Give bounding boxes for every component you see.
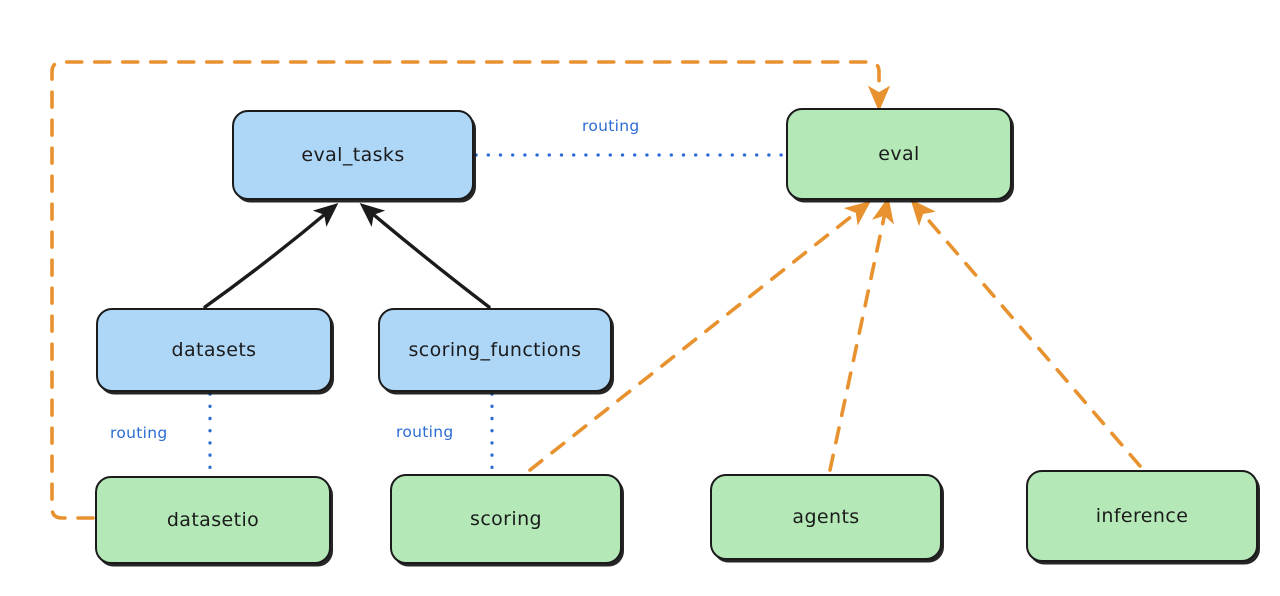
node-inference[interactable]: inference <box>1026 470 1258 562</box>
edge-label-routing-eval-tasks-eval: routing <box>582 117 640 135</box>
node-agents[interactable]: agents <box>710 474 942 560</box>
node-datasets[interactable]: datasets <box>96 308 332 392</box>
node-datasetio[interactable]: datasetio <box>95 476 331 564</box>
node-scoring-functions-label: scoring_functions <box>408 338 582 361</box>
edge-scoring-to-eval <box>528 200 872 472</box>
edge-scoring-functions-to-eval-tasks <box>359 203 491 309</box>
edge-datasets-to-eval-tasks <box>203 203 339 309</box>
edge-label-routing-datasets-datasetio: routing <box>110 424 168 442</box>
edge-inference-to-eval <box>910 199 1142 468</box>
node-scoring-label: scoring <box>470 507 542 530</box>
node-datasets-label: datasets <box>171 338 257 361</box>
node-eval-label: eval <box>878 142 920 165</box>
node-eval[interactable]: eval <box>786 108 1012 200</box>
node-inference-label: inference <box>1095 504 1189 527</box>
edge-datasetio-to-eval <box>50 60 891 520</box>
node-eval-tasks-label: eval_tasks <box>301 143 405 166</box>
node-scoring[interactable]: scoring <box>390 474 622 564</box>
node-agents-label: agents <box>792 505 860 528</box>
node-eval-tasks[interactable]: eval_tasks <box>232 110 474 200</box>
node-scoring-functions[interactable]: scoring_functions <box>378 308 612 392</box>
edge-label-routing-scoring-functions-scoring: routing <box>396 423 454 441</box>
edge-agents-to-eval <box>828 196 894 472</box>
node-datasetio-label: datasetio <box>166 508 260 531</box>
